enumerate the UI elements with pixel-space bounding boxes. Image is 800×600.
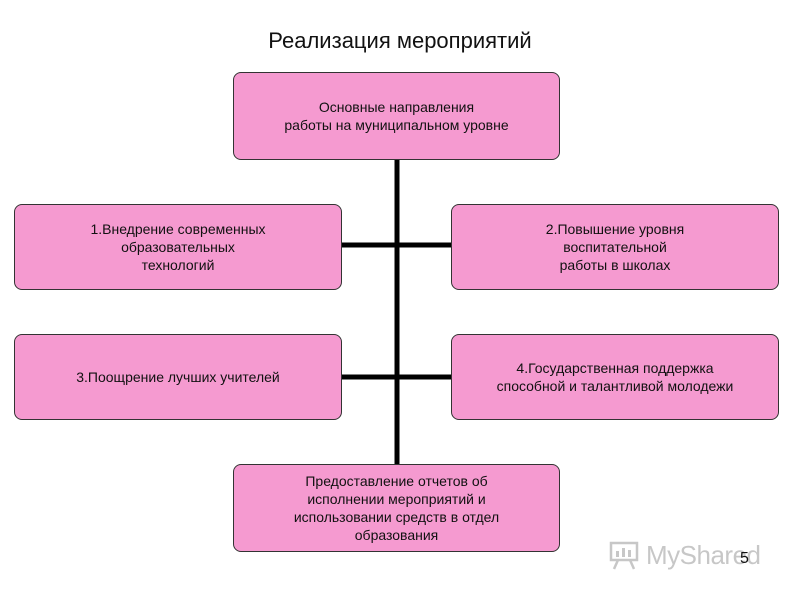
page-number: 5 xyxy=(740,550,749,567)
watermark: MyShared xyxy=(608,538,761,572)
upbringing-work-box: 2.Повышение уровня воспитательной работы… xyxy=(451,204,779,290)
youth-support-box: 4.Государственная поддержка способной и … xyxy=(451,334,779,420)
reports-text: Предоставление отчетов об исполнении мер… xyxy=(293,473,500,543)
youth-support-text: 4.Государственная поддержка способной и … xyxy=(496,360,734,394)
diagram-title: Реализация мероприятий xyxy=(268,28,532,53)
teacher-encouragement-box: 3.Поощрение лучших учителей xyxy=(14,334,342,420)
modern-technologies-box: 1.Внедрение современных образовательных … xyxy=(14,204,342,290)
teacher-encouragement-text: 3.Поощрение лучших учителей xyxy=(76,369,280,385)
watermark-text: MyShared xyxy=(646,539,761,570)
presentation-board-icon xyxy=(609,541,639,570)
main-directions-text: Основные направления работы на муниципал… xyxy=(284,99,509,133)
main-directions-box: Основные направления работы на муниципал… xyxy=(233,72,560,160)
modern-technologies-text: 1.Внедрение современных образовательных … xyxy=(90,221,266,273)
reports-box: Предоставление отчетов об исполнении мер… xyxy=(233,464,560,552)
upbringing-work-text: 2.Повышение уровня воспитательной работы… xyxy=(545,221,685,273)
